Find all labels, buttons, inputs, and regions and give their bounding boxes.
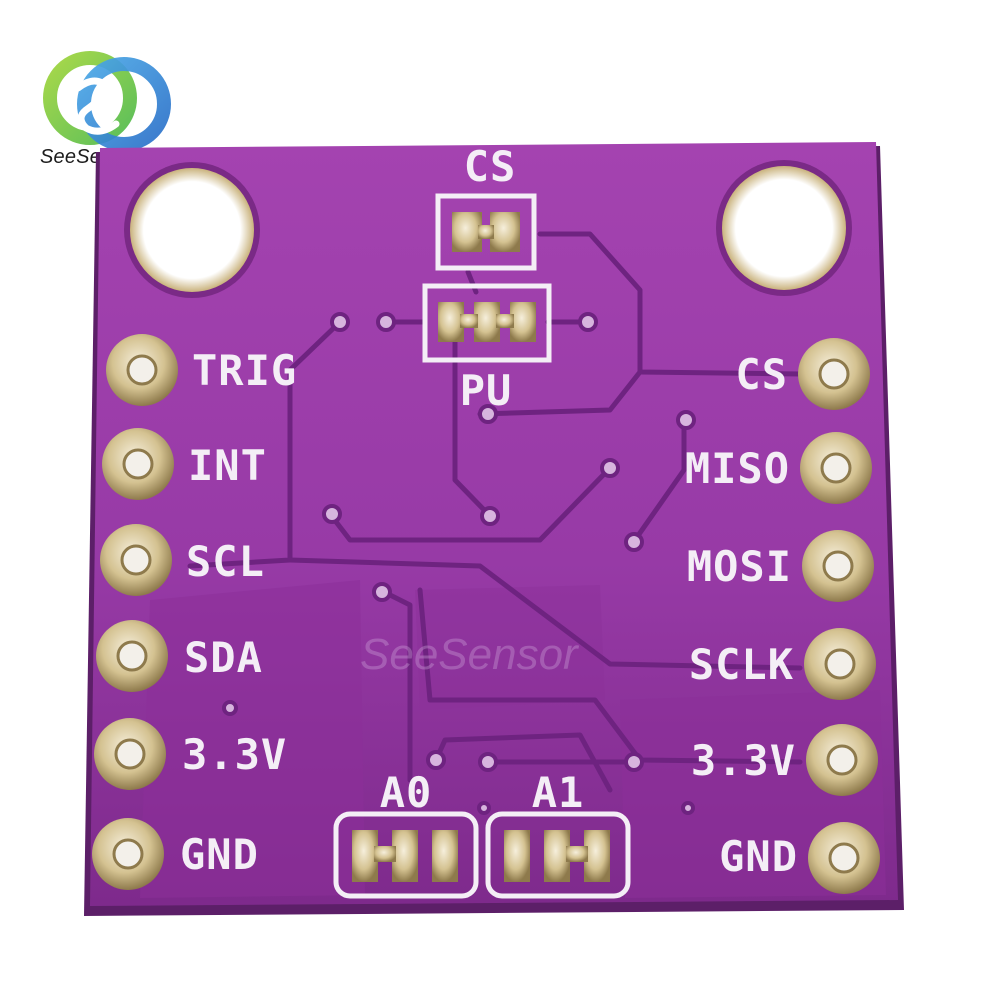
seesensor-logo-icon	[43, 51, 171, 151]
pu-jumper-label: PU	[459, 366, 513, 415]
right-pin-pads	[798, 338, 880, 894]
a0-jumper-pads	[352, 830, 458, 882]
cs-jumper-outline	[435, 193, 537, 271]
pin-label-right-3: MOSI	[686, 542, 792, 591]
cs-jumper-label: CS	[463, 142, 517, 191]
pin-label-right-6: GND	[719, 832, 798, 881]
pin-label-left-1: TRIG	[192, 346, 298, 395]
pin-label-left-6: GND	[180, 830, 259, 879]
watermark-text: SeeSensor	[360, 630, 578, 679]
pin-label-left-2: INT	[188, 441, 267, 490]
a1-jumper-pads	[504, 830, 610, 882]
pcb-traces	[187, 231, 803, 793]
a1-jumper-outline	[485, 811, 631, 899]
vias	[222, 312, 696, 815]
pin-label-right-5: 3.3V	[690, 736, 796, 785]
pin-label-right-4: SCLK	[688, 640, 794, 689]
a1-jumper-label: A1	[531, 768, 585, 817]
pin-label-left-4: SDA	[184, 633, 263, 682]
cs-jumper-pads	[452, 212, 520, 252]
pin-label-right-2: MISO	[684, 444, 790, 493]
a0-jumper-label: A0	[379, 768, 433, 817]
pu-jumper-pads	[438, 302, 536, 342]
pin-label-right-1: CS	[735, 350, 788, 399]
ground-pour-left	[140, 580, 365, 898]
a0-jumper-outline	[333, 811, 479, 899]
pu-jumper-outline	[422, 283, 552, 363]
pin-label-left-5: 3.3V	[182, 730, 288, 779]
ground-pour-center	[415, 585, 605, 710]
pin-label-left-3: SCL	[186, 537, 265, 586]
left-pin-pads	[92, 334, 178, 890]
